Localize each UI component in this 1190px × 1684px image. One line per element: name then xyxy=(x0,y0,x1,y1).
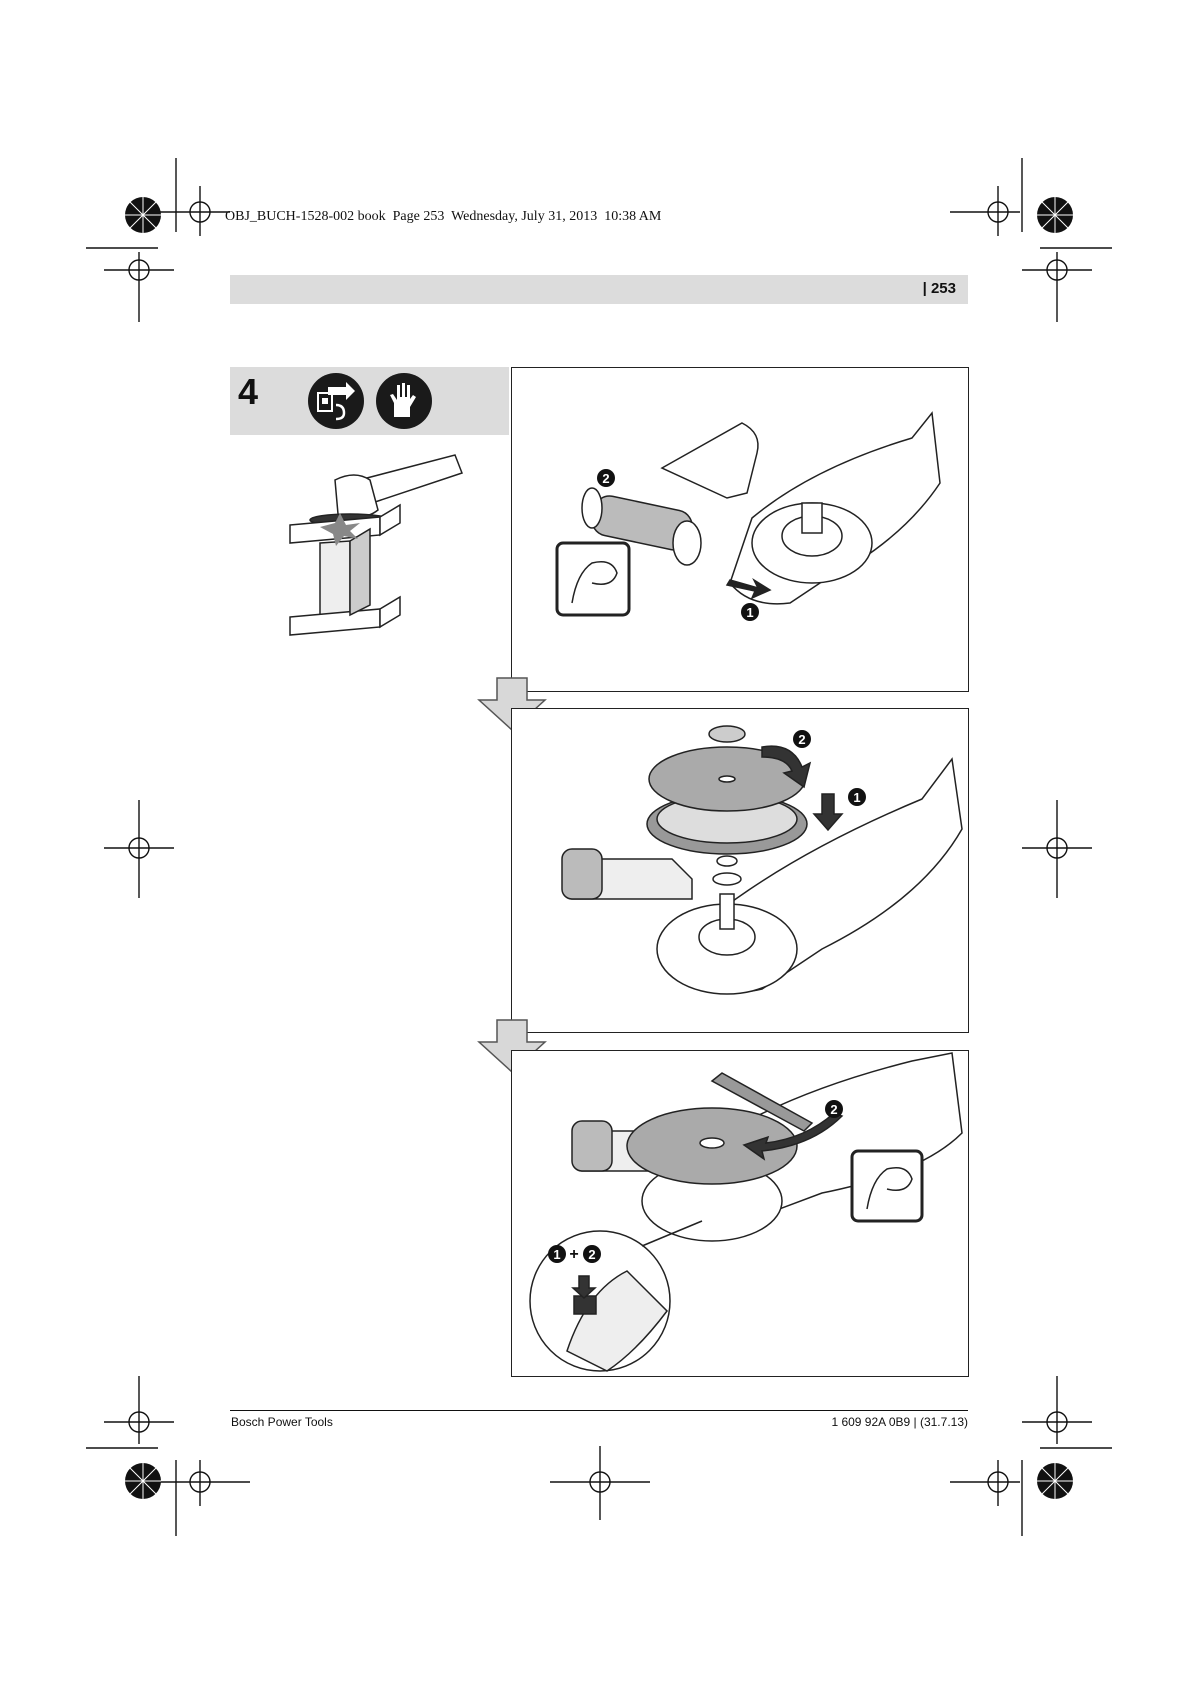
callout-2: 2 xyxy=(830,1102,837,1117)
footer-doc-id: 1 609 92A 0B9 | (31.7.13) xyxy=(831,1415,968,1429)
callout-1: 1 xyxy=(746,605,753,620)
header-bar: | 253 xyxy=(230,275,968,304)
callout-1: 1 xyxy=(853,790,860,805)
callout-2: 2 xyxy=(602,471,609,486)
instruction-panel-3: 2 1 + 2 xyxy=(511,1050,969,1377)
print-slug-line: OBJ_BUCH-1528-002 book Page 253 Wednesda… xyxy=(225,209,662,224)
callout-2b: 2 xyxy=(588,1247,595,1262)
callout-1: 1 xyxy=(553,1247,560,1262)
step-number: 4 xyxy=(238,371,259,412)
instruction-panel-2: 2 1 xyxy=(511,708,969,1033)
footer-rule xyxy=(230,1410,968,1411)
callout-plus: + xyxy=(569,1246,578,1263)
callout-2: 2 xyxy=(798,732,805,747)
step-header: 4 xyxy=(230,367,509,435)
gloves-icon xyxy=(376,373,432,429)
instruction-panel-1: 2 1 xyxy=(511,367,969,692)
unplug-icon xyxy=(308,373,364,429)
footer-publisher: Bosch Power Tools xyxy=(231,1415,333,1429)
application-illustration xyxy=(289,454,463,636)
page-number: | 253 xyxy=(922,280,956,297)
